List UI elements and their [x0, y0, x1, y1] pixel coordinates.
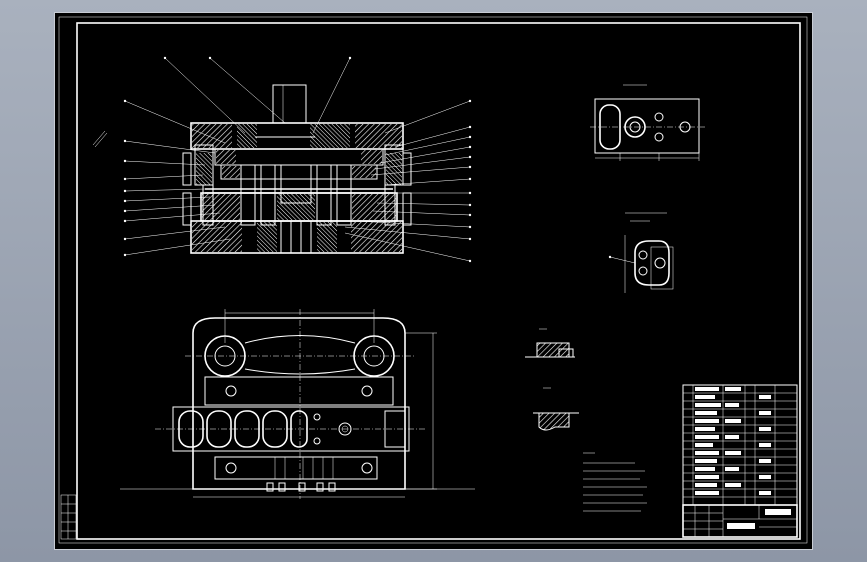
- die-assembly-drawing: [58, 16, 808, 544]
- part-view: [608, 212, 674, 293]
- left-edge-block: [60, 494, 77, 540]
- detail-b: [533, 387, 579, 431]
- plan-outline: [192, 317, 406, 490]
- punch-holder: [214, 148, 384, 166]
- title-block: [682, 504, 798, 538]
- sheet-inner-border: [76, 22, 801, 540]
- punches: [240, 164, 256, 226]
- shank: [272, 84, 307, 124]
- leader-lines-left: [124, 57, 351, 256]
- dimension-lines: [120, 309, 475, 498]
- roughness-symbol: [92, 130, 108, 148]
- detail-a: [525, 328, 575, 358]
- bom-table: [682, 384, 798, 506]
- cad-viewport[interactable]: [55, 13, 812, 549]
- section-view: [92, 56, 472, 263]
- technical-notes: [583, 452, 647, 512]
- sheet-outer-border: [58, 16, 808, 544]
- leader-lines-right: [344, 100, 471, 262]
- plan-view: [120, 309, 475, 499]
- strip-layout-view: [590, 84, 705, 161]
